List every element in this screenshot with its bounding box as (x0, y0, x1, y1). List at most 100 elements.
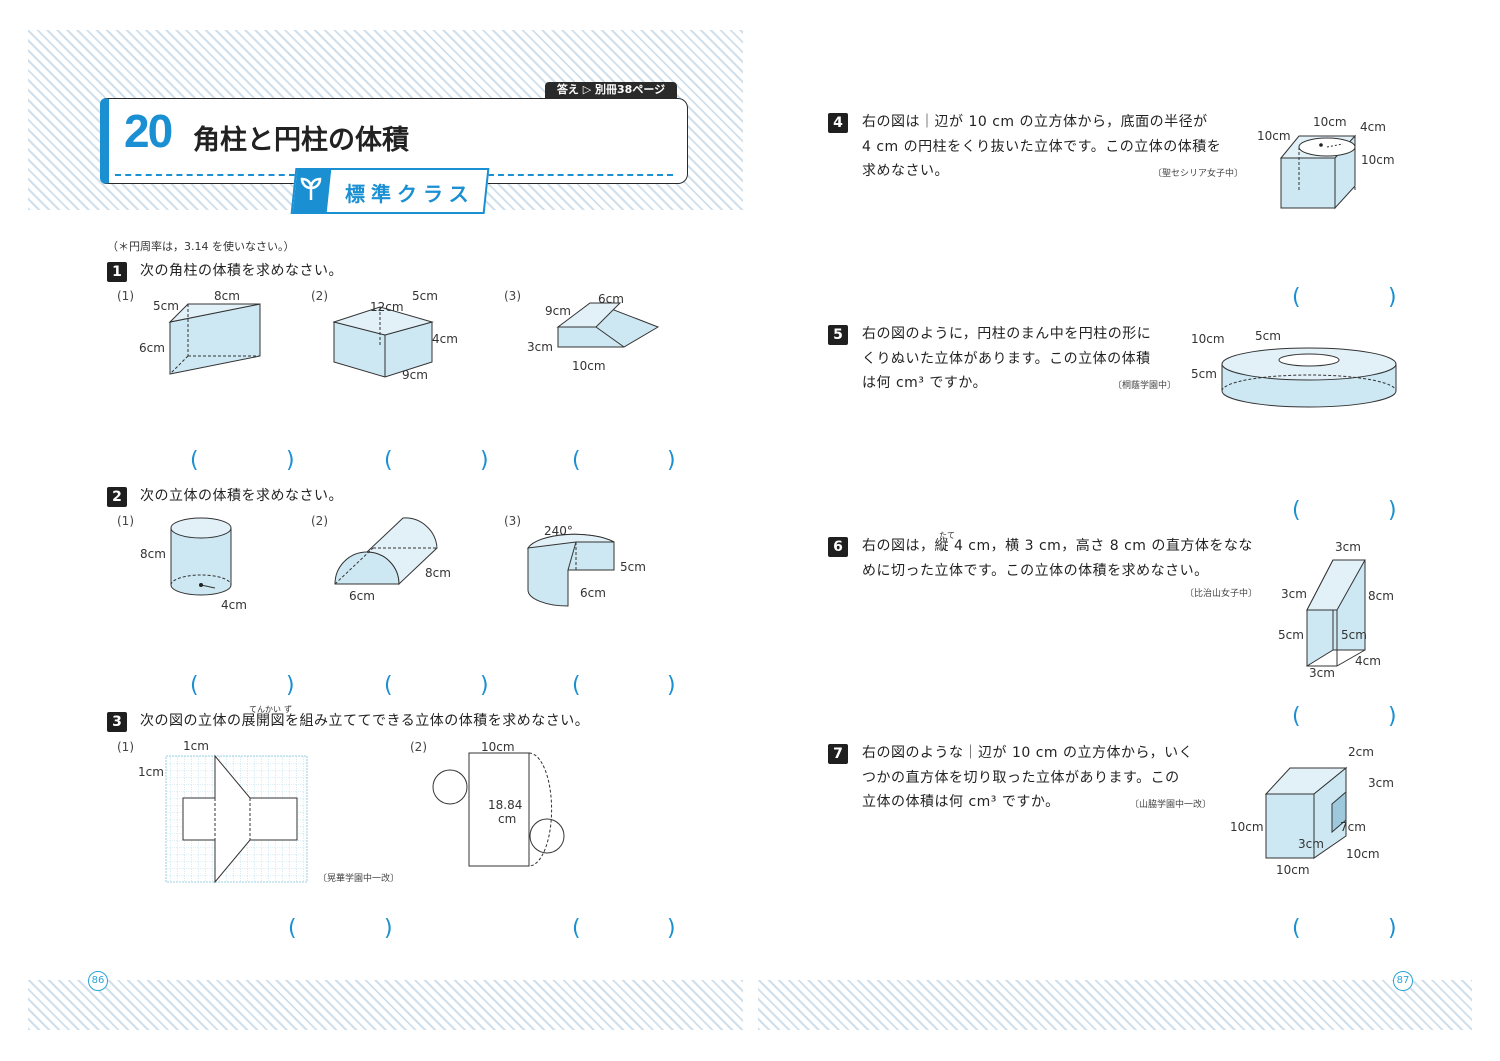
q3-1-answer-open: ( (288, 916, 297, 941)
q3-ruby-tenkai: てんかい (249, 705, 281, 714)
q2-2-answer-open: ( (384, 673, 393, 698)
q7-answer-close: ) (1388, 916, 1397, 941)
q2-3-answer-close: ) (667, 673, 676, 698)
page-number-left: 86 (88, 971, 108, 991)
q3-2-answer-open: ( (572, 916, 581, 941)
sprout-icon (300, 177, 322, 200)
q1-3-label-6cm: 6cm (598, 292, 624, 306)
q2-sub-2-label: (2) (311, 514, 328, 528)
q2-1-label-8cm: 8cm (140, 547, 166, 561)
q1-2-triangular-prism-figure: 12cm 5cm 4cm 9cm (332, 289, 458, 382)
q7-source: 〔山脇学園中一改〕 (1130, 800, 1212, 810)
q6-label-5cm-right: 5cm (1341, 628, 1367, 642)
question-2-number: 2 (107, 487, 127, 507)
q2-3-label-5cm: 5cm (620, 560, 646, 574)
q2-1-cylinder-figure: 8cm 4cm (140, 517, 247, 612)
question-7-number: 7 (828, 744, 848, 764)
question-6-text: 右の図は，縦 4 cm，横 3 cm，高さ 8 cm の直方体をなな めに切った… (862, 538, 1253, 579)
q1-2-label-5cm: 5cm (412, 289, 438, 303)
question-3-text: 次の図の立体の展開図を組み立ててできる立体の体積を求めなさい。 (140, 713, 590, 729)
q1-2-label-9cm: 9cm (402, 368, 428, 382)
q7-answer-open: ( (1292, 916, 1301, 941)
q2-2-answer-close: ) (480, 673, 489, 698)
q1-3-answer-open: ( (572, 448, 581, 473)
q1-1-label-6cm: 6cm (139, 341, 165, 355)
q4-label-10cm-right: 10cm (1361, 153, 1395, 167)
q7-label-10cm-right: 10cm (1346, 847, 1380, 861)
q6-label-3cm-bottom: 3cm (1309, 666, 1335, 680)
q1-2-answer-open: ( (384, 448, 393, 473)
q1-sub-1-label: (1) (117, 289, 134, 303)
q7-label-2cm: 2cm (1348, 745, 1374, 759)
page-number-right: 87 (1393, 971, 1413, 991)
q6-ruby-tate: たて (939, 531, 955, 540)
q4-label-4cm: 4cm (1360, 120, 1386, 134)
footer-stripe-left (28, 980, 743, 1030)
pi-note: （＊円周率は，3.14 を使いなさい。） (107, 240, 295, 253)
q6-label-4cm: 4cm (1355, 654, 1381, 668)
q3-2-label-10cm: 10cm (481, 740, 515, 754)
q4-cube-with-cylinder-hole-figure: 10cm 4cm 10cm 10cm (1257, 115, 1395, 210)
q1-1-label-5cm: 5cm (153, 299, 179, 313)
q3-2-label-cm: cm (498, 812, 516, 826)
q1-1-triangular-prism-figure: 5cm 8cm 6cm (139, 289, 261, 375)
q5-label-10cm: 10cm (1191, 332, 1225, 346)
q2-3-sector-prism-figure: 240° 5cm 6cm (526, 524, 646, 607)
question-6-number: 6 (828, 537, 848, 557)
q2-sub-1-label: (1) (117, 514, 134, 528)
q7-label-10cm-bottom: 10cm (1276, 863, 1310, 877)
q5-answer-close: ) (1388, 498, 1397, 523)
q7-label-7cm: 7cm (1340, 820, 1366, 834)
chapter-number: 20 (124, 105, 173, 157)
q3-2-label-18-84: 18.84 (488, 798, 522, 812)
title-dashed-rule-right (488, 174, 673, 176)
q3-1-net-on-grid-figure: 1cm 1cm (138, 739, 308, 884)
q1-2-label-12cm: 12cm (370, 300, 404, 314)
q4-label-10cm-top: 10cm (1313, 115, 1347, 129)
question-5-text: 右の図のように，円柱のまん中を円柱の形に くりぬいた立体があります。この立体の体… (862, 326, 1152, 391)
q1-3-label-9cm: 9cm (545, 304, 571, 318)
question-2-text: 次の立体の体積を求めなさい。 (140, 488, 343, 504)
q6-label-8cm: 8cm (1368, 589, 1394, 603)
q5-source: 〔桐蔭学園中〕 (1113, 381, 1177, 391)
q2-1-answer-open: ( (190, 673, 199, 698)
q1-3-answer-close: ) (667, 448, 676, 473)
q7-label-3cm-front: 3cm (1298, 837, 1324, 851)
q3-2-cylinder-net-figure: 10cm 18.84 cm (432, 740, 565, 867)
title-dashed-rule-left (115, 174, 295, 176)
question-5-number: 5 (828, 325, 848, 345)
q1-1-answer-close: ) (286, 448, 295, 473)
q2-2-half-cylinder-figure: 8cm 6cm (334, 517, 451, 603)
q3-source: 〔晃華学園中一改〕 (318, 874, 400, 884)
chapter-title: 角柱と円柱の体積 (193, 125, 409, 156)
q2-3-label-6cm: 6cm (580, 586, 606, 600)
q1-2-answer-close: ) (480, 448, 489, 473)
question-1-text: 次の角柱の体積を求めなさい。 (140, 263, 343, 279)
q4-answer-close: ) (1388, 285, 1397, 310)
q2-3-label-240deg: 240° (544, 524, 573, 538)
q6-source: 〔比治山女子中〕 (1185, 589, 1258, 599)
q5-answer-open: ( (1292, 498, 1301, 523)
q4-label-10cm-left: 10cm (1257, 129, 1291, 143)
q1-sub-2-label: (2) (311, 289, 328, 303)
q6-answer-close: ) (1388, 704, 1397, 729)
q2-1-label-4cm: 4cm (221, 598, 247, 612)
q7-label-3cm-right: 3cm (1368, 776, 1394, 790)
question-3-number: 3 (107, 712, 127, 732)
q7-cube-with-notch-figure: 2cm 3cm 10cm 3cm 7cm 10cm 10cm (1230, 745, 1394, 877)
q6-label-5cm-left: 5cm (1278, 628, 1304, 642)
q6-cut-prism-figure: 3cm 3cm 8cm 5cm 5cm 4cm 3cm (1278, 540, 1394, 680)
q3-2-answer-close: ) (667, 916, 676, 941)
q4-answer-open: ( (1292, 285, 1301, 310)
answer-reference-tab: 答え ▷ 別冊38ページ (545, 82, 677, 98)
q3-1-label-1cm-top: 1cm (183, 739, 209, 753)
q3-sub-1-label: (1) (117, 740, 134, 754)
q1-1-label-8cm: 8cm (214, 289, 240, 303)
q3-1-label-1cm-left: 1cm (138, 765, 164, 779)
q1-2-label-4cm: 4cm (432, 332, 458, 346)
q2-1-answer-close: ) (286, 673, 295, 698)
q5-hollow-cylinder-figure: 10cm 5cm 5cm (1191, 329, 1397, 408)
q3-sub-2-label: (2) (410, 740, 427, 754)
q5-label-5cm-top: 5cm (1255, 329, 1281, 343)
q1-3-label-3cm: 3cm (527, 340, 553, 354)
